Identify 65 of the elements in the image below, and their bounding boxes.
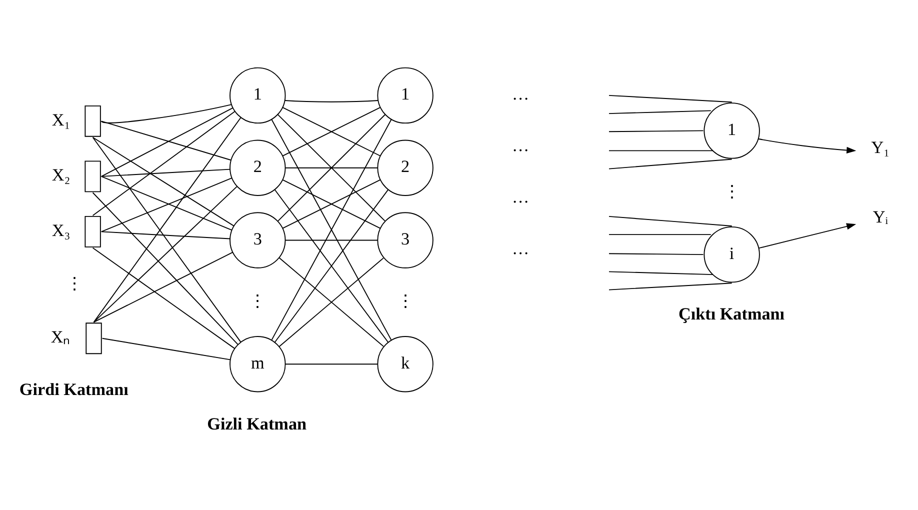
connector xyxy=(93,116,242,322)
node-circle: 2 xyxy=(230,139,286,196)
node-circle: 1 xyxy=(377,66,434,124)
connector xyxy=(284,363,378,364)
label: … xyxy=(512,238,530,258)
label: Çıktı Katmanı xyxy=(678,304,785,324)
node-circle: 1 xyxy=(704,102,760,158)
connector xyxy=(92,192,238,344)
connector xyxy=(92,136,234,226)
node-circle: 2 xyxy=(377,139,434,196)
label: … xyxy=(512,187,530,206)
node-circle: k xyxy=(377,336,434,392)
label: Girdi Katmanı xyxy=(19,379,128,398)
connector xyxy=(608,130,704,132)
node-box xyxy=(84,160,101,192)
connector xyxy=(282,106,381,156)
node-box xyxy=(86,322,102,354)
connector xyxy=(608,150,714,151)
connector xyxy=(608,94,732,102)
connector xyxy=(100,106,234,176)
connector xyxy=(282,178,381,228)
label: … xyxy=(512,84,530,104)
connector xyxy=(92,136,242,342)
connector xyxy=(92,246,236,348)
node-circle: 3 xyxy=(377,212,434,268)
connector xyxy=(274,188,389,342)
node-circle: m xyxy=(230,336,286,392)
label: ⋮ xyxy=(396,290,414,310)
connector xyxy=(100,120,232,160)
label: ⋮ xyxy=(723,181,740,200)
node-text: Yᵢ xyxy=(872,207,888,226)
connector xyxy=(277,114,386,221)
node-text: Y₁ xyxy=(871,137,890,156)
label: ⋮ xyxy=(249,290,266,310)
connector xyxy=(102,337,231,360)
connector xyxy=(608,252,704,255)
connector xyxy=(284,166,378,168)
node-label: Xₙ xyxy=(50,327,70,346)
arrow xyxy=(758,222,856,248)
connector xyxy=(608,234,712,235)
label: … xyxy=(512,136,530,155)
label: ⋮ xyxy=(66,274,84,293)
connector xyxy=(608,270,714,275)
connector xyxy=(100,168,230,176)
arrow xyxy=(758,138,856,154)
connector xyxy=(100,104,232,123)
connector xyxy=(93,251,234,322)
node-box xyxy=(84,215,101,247)
connector xyxy=(608,110,712,114)
node-circle: 1 xyxy=(230,66,286,124)
connector xyxy=(608,215,732,226)
node-box xyxy=(84,104,101,136)
node-circle: 3 xyxy=(230,212,286,268)
node-circle: i xyxy=(704,226,760,282)
connector xyxy=(608,282,732,290)
connector xyxy=(284,239,378,240)
connector xyxy=(92,110,236,216)
connector xyxy=(284,100,378,102)
label: Gizli Katman xyxy=(207,414,307,433)
node-label: X₂ xyxy=(52,165,70,184)
connector xyxy=(100,230,230,239)
connector xyxy=(93,185,238,322)
connector xyxy=(608,158,732,169)
node-label: X₃ xyxy=(52,220,70,240)
node-label: X₁ xyxy=(52,110,70,129)
